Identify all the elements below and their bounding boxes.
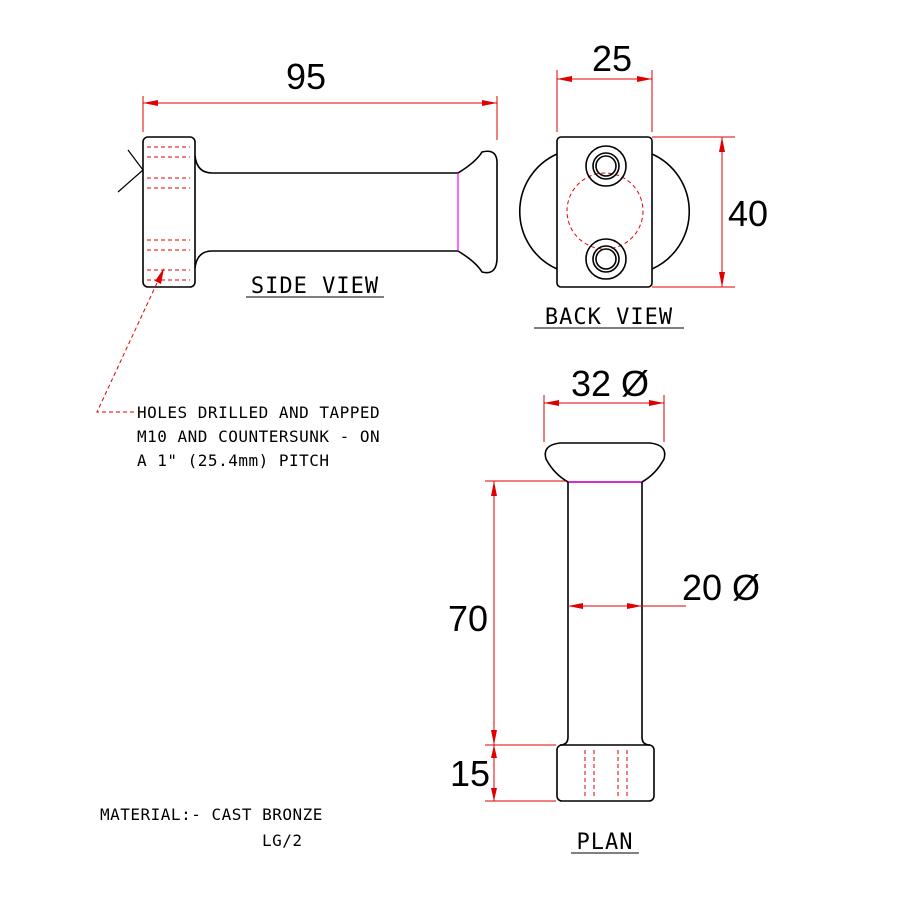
dimension-40 — [652, 136, 735, 288]
dimension-95-label: 95 — [286, 56, 326, 97]
side-view-break-mark — [117, 149, 144, 193]
side-view-label: SIDE VIEW — [251, 274, 379, 299]
dimension-15-label: 15 — [450, 753, 490, 794]
material-note-line-2: LG/2 — [262, 831, 303, 850]
material-note: MATERIAL:- CAST BRONZE LG/2 — [100, 805, 323, 850]
side-view-shank — [194, 155, 458, 269]
plan-view: 32 Ø 20 Ø 70 15 PLAN — [448, 363, 760, 855]
back-view-upper-hole — [585, 145, 627, 187]
side-view-hidden-holes — [147, 146, 190, 281]
back-view-lower-hole — [585, 238, 627, 280]
dimension-32 — [543, 395, 665, 442]
material-note-line-1: MATERIAL:- CAST BRONZE — [100, 805, 323, 824]
plan-view-hidden-holes — [584, 750, 628, 797]
holes-note-leader — [96, 267, 165, 413]
plan-view-head — [544, 442, 666, 483]
back-view-head-outline-right — [651, 153, 691, 270]
dimension-25-label: 25 — [592, 38, 632, 79]
holes-note-line-1: HOLES DRILLED AND TAPPED — [137, 403, 380, 422]
dimension-15 — [485, 745, 556, 802]
back-view-head-outline — [518, 153, 558, 270]
dimension-20 — [568, 603, 686, 609]
plan-view-shank — [559, 482, 651, 746]
back-view-block — [556, 136, 653, 288]
dimension-95 — [142, 96, 498, 140]
dimension-70-label: 70 — [448, 598, 488, 639]
holes-note-line-3: A 1" (25.4mm) PITCH — [137, 451, 330, 470]
holes-note: HOLES DRILLED AND TAPPED M10 AND COUNTER… — [96, 267, 380, 470]
back-view-label: BACK VIEW — [545, 305, 673, 330]
back-view: 25 40 BACK VIEW — [518, 38, 768, 330]
holes-note-leader-arrow — [155, 268, 164, 284]
side-view: 95 SIDE VIEW — [117, 56, 498, 299]
dimension-25 — [556, 70, 653, 132]
holes-note-line-2: M10 AND COUNTERSUNK - ON — [137, 427, 380, 446]
side-view-head — [457, 150, 498, 274]
plan-view-base — [556, 744, 655, 802]
back-view-hidden-shank — [566, 172, 644, 250]
dimension-32-label: 32 Ø — [571, 363, 649, 404]
dimension-20-label: 20 Ø — [682, 567, 760, 608]
dimension-40-label: 40 — [728, 193, 768, 234]
side-view-base-block — [142, 136, 196, 288]
plan-view-label: PLAN — [577, 830, 634, 855]
dimension-70 — [485, 480, 566, 746]
